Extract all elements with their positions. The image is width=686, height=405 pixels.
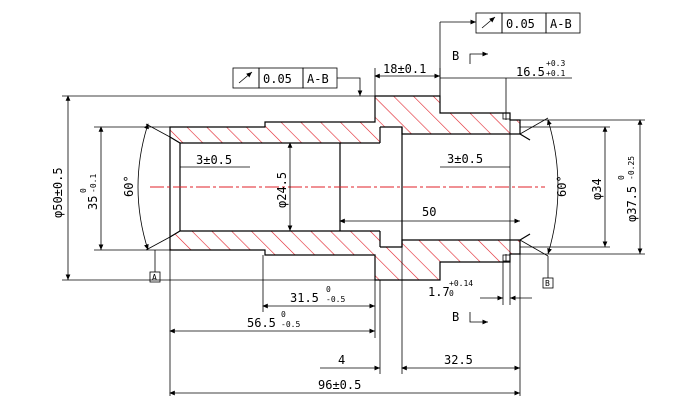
fcf-left-datum: A-B (307, 72, 329, 86)
dim-96-label: 96±0.5 (318, 378, 361, 392)
dim-phi34-label: φ34 (590, 178, 604, 200)
dim-18-label: 18±0.1 (383, 62, 426, 76)
fcf-left: 0.05 A-B (232, 67, 363, 96)
dim-phi37-5-label: φ37.5 (625, 186, 639, 222)
dim-phi24-5: φ24.5 (275, 142, 293, 231)
datum-a: A (149, 250, 161, 283)
dim-31-5: 31.5 0 -0.5 (262, 255, 376, 312)
dim-3-left-label: 3±0.5 (196, 153, 232, 167)
dim-phi37-5: φ37.5 0 -0.25 (520, 119, 645, 255)
dim-3-left: 3±0.5 (180, 153, 250, 168)
runout-icon-left (238, 71, 253, 84)
datum-a-label: A (152, 273, 157, 282)
dim-35-label: 35 (86, 196, 100, 210)
dim-4-label: 4 (338, 353, 345, 367)
dim-50-label: 50 (422, 205, 436, 219)
dim-31-5-upper: 0 (326, 285, 331, 294)
dim-phi24-5-label: φ24.5 (275, 172, 289, 208)
dim-16-5-lower: +0.1 (546, 69, 565, 78)
angle-left: 60° (122, 123, 171, 251)
dim-35-lower: -0.1 (89, 174, 98, 193)
dim-phi50-label: φ50±0.5 (51, 167, 65, 218)
dim-4-32-5: 4 32.5 (320, 247, 521, 396)
section-mark-bottom: B (452, 310, 488, 325)
dim-56-5: 56.5 0 -0.5 (169, 250, 376, 396)
hatched-section-upper (170, 96, 520, 143)
dim-phi34: φ34 (520, 126, 610, 248)
dim-1-7: 1.7 +0.14 0 (428, 262, 532, 305)
section-mark-top-label: B (452, 49, 459, 63)
runout-icon (481, 16, 496, 29)
dim-1-7-label: 1.7 (428, 285, 450, 299)
dim-56-5-label: 56.5 (247, 316, 276, 330)
dim-96: 96±0.5 (169, 378, 520, 396)
angle-right: 60° (519, 117, 569, 257)
dim-3-right: 3±0.5 (440, 152, 510, 168)
dim-1-7-lower: 0 (449, 289, 454, 298)
dim-56-5-upper: 0 (281, 310, 286, 319)
section-mark-top: B (452, 49, 488, 64)
dim-phi37-5-lower: -0.25 (627, 156, 636, 180)
section-mark-bottom-label: B (452, 310, 459, 324)
dim-3-right-label: 3±0.5 (447, 152, 483, 166)
angle-right-label: 60° (555, 175, 569, 197)
dim-56-5-lower: -0.5 (281, 320, 300, 329)
dim-16-5: 16.5 +0.3 +0.1 (440, 59, 572, 113)
dim-32-5-label: 32.5 (444, 353, 473, 367)
dim-35-upper: 0 (79, 188, 88, 193)
datum-b: B (542, 256, 554, 289)
dim-16-5-upper: +0.3 (546, 59, 565, 68)
dim-1-7-upper: +0.14 (449, 279, 473, 288)
fcf-top-tol: 0.05 (506, 17, 535, 31)
dim-18: 18±0.1 (374, 62, 441, 96)
datum-b-label: B (545, 279, 550, 288)
dim-phi37-5-upper: 0 (617, 175, 626, 180)
angle-left-label: 60° (122, 175, 136, 197)
dim-31-5-label: 31.5 (290, 291, 319, 305)
fcf-top-datum: A-B (550, 17, 572, 31)
fcf-top: 0.05 A-B (439, 12, 581, 96)
hatched-section-lower (170, 231, 520, 280)
dim-31-5-lower: -0.5 (326, 295, 345, 304)
dim-16-5-label: 16.5 (516, 65, 545, 79)
fcf-left-tol: 0.05 (263, 72, 292, 86)
dim-35: 35 0 -0.1 (79, 126, 170, 251)
dim-phi50: φ50±0.5 (51, 95, 375, 281)
dim-50: 50 (339, 205, 520, 224)
